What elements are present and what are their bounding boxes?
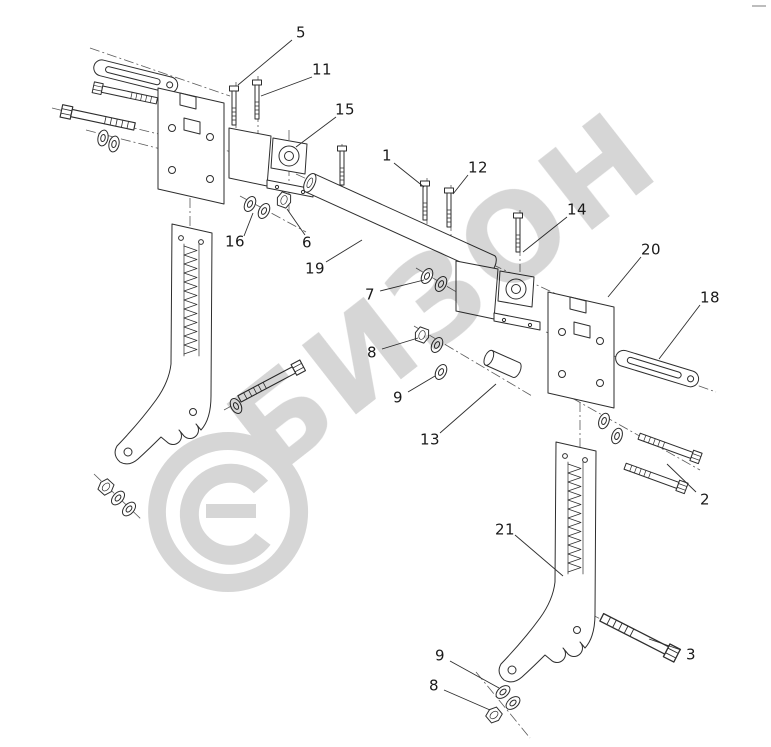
- bolt-3: [597, 610, 681, 663]
- callout-9b: 9: [434, 646, 446, 665]
- bolt-left-1: [59, 104, 137, 134]
- callout-9: 9: [392, 388, 404, 407]
- watermark-logo-bar: [206, 504, 256, 518]
- spacer-13: [483, 349, 522, 378]
- callout-2: 2: [699, 490, 711, 509]
- callout-7: 7: [364, 285, 376, 304]
- washer: [95, 128, 111, 148]
- clamp-left: [228, 127, 314, 198]
- nut-8b: [483, 704, 505, 726]
- callout-16: 16: [224, 232, 246, 251]
- callout-8b: 8: [428, 676, 440, 695]
- callout-1: 1: [381, 146, 393, 165]
- toothed-arm-left: [114, 223, 213, 465]
- stud: [337, 145, 347, 186]
- flat-link-18: [613, 347, 702, 390]
- nut: [95, 476, 117, 498]
- bolt-2b: [622, 460, 689, 495]
- washer: [255, 201, 273, 221]
- nut-6: [274, 190, 294, 210]
- toothed-arm-right: [498, 441, 597, 683]
- washer: [596, 411, 612, 431]
- callout-20: 20: [640, 240, 662, 259]
- bolt-2a: [636, 430, 703, 465]
- stud-5: [229, 85, 239, 126]
- washer: [503, 693, 523, 713]
- washer: [119, 499, 139, 519]
- callout-6: 6: [301, 233, 313, 252]
- callout-11: 11: [311, 60, 333, 79]
- callout-12: 12: [467, 158, 489, 177]
- washer: [106, 134, 122, 154]
- stud-11: [252, 79, 262, 120]
- callout-15: 15: [334, 100, 356, 119]
- callout-3: 3: [685, 645, 697, 664]
- leader-lines: [237, 39, 701, 711]
- parts: [59, 57, 703, 726]
- washer: [609, 426, 625, 446]
- washer-16: [241, 194, 259, 214]
- callout-18: 18: [699, 288, 721, 307]
- callout-19: 19: [304, 259, 326, 278]
- callout-5: 5: [295, 23, 307, 42]
- washer-9b: [493, 682, 513, 702]
- mounting-plate-right: [547, 291, 615, 409]
- stud-1: [420, 180, 430, 221]
- callout-8: 8: [366, 343, 378, 362]
- callout-13: 13: [419, 430, 441, 449]
- mounting-plate-left: [157, 87, 225, 205]
- watermark-logo-glyph: [179, 463, 271, 565]
- callout-14: 14: [566, 200, 588, 219]
- callout-21: 21: [494, 520, 516, 539]
